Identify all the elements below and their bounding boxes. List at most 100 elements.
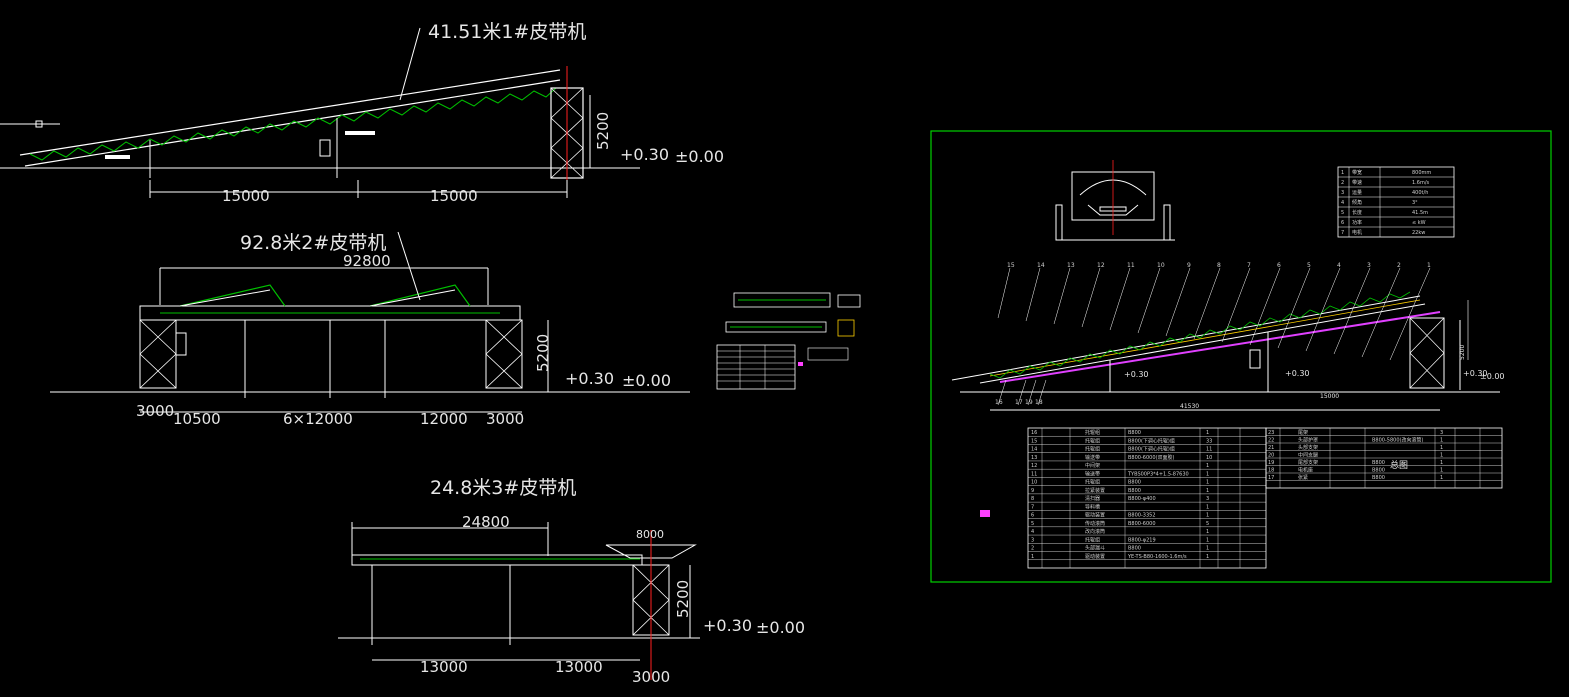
bom-spec: B800: [1128, 488, 1141, 494]
callout-leader: [1249, 267, 1281, 346]
callout-leader: [1109, 267, 1131, 331]
callout-label: 6: [1277, 262, 1281, 269]
incline-section: [179, 284, 471, 307]
thumb-part: [837, 319, 855, 337]
bom-left-frame: [1027, 427, 1267, 569]
bom-qty: 11: [1206, 447, 1212, 453]
callout-leader: [1333, 267, 1371, 355]
title-leader: [397, 231, 421, 301]
bom-no: 7: [1031, 504, 1034, 510]
param-value: 3°: [1412, 200, 1418, 206]
span-dimension: 6×12000: [283, 410, 353, 428]
callout-leader: [1221, 267, 1251, 343]
bom-name: 托辊组: [1085, 429, 1100, 436]
param-value: 22kw: [1412, 230, 1425, 236]
overall-dimension: 92800: [343, 252, 391, 270]
bom-qty: 1: [1206, 513, 1209, 519]
callout-label: 10: [1157, 262, 1165, 269]
bom-qty: 1: [1440, 445, 1443, 451]
callout-label: 14: [1037, 262, 1045, 269]
head-hopper: [605, 544, 697, 559]
belt-run: [989, 299, 1421, 377]
height-dimension: 5200: [534, 334, 552, 372]
bom-no: 3: [1031, 537, 1034, 543]
callout-leader: [1389, 267, 1431, 361]
bom-qty: 1: [1206, 463, 1209, 469]
bom-spec: B800-φ219: [1128, 537, 1156, 543]
elevation-ground: ±0.00: [622, 371, 671, 390]
bom-no: 12: [1031, 463, 1037, 469]
span-dimension: 10500: [173, 410, 221, 428]
bom-name: 拉紧装置: [1085, 487, 1105, 494]
bom-no: 10: [1031, 480, 1037, 486]
bom-qty: 1: [1206, 430, 1209, 436]
bom-name: 清扫器: [1085, 495, 1100, 502]
thumb-table: [716, 344, 796, 390]
bom-name: 托辊组: [1085, 536, 1100, 543]
bom-name: 托辊组: [1085, 437, 1100, 444]
bom-qty: 1: [1206, 471, 1209, 477]
callout-leader: [997, 379, 1007, 406]
param-name: 功率: [1352, 219, 1362, 226]
callout-leader: [1027, 379, 1037, 406]
head-dimension: 8000: [636, 528, 664, 541]
bom-qty: 1: [1206, 480, 1209, 486]
span-dimension: 3000: [136, 402, 174, 420]
bom-no: 4: [1031, 529, 1034, 535]
bom-no: 2: [1031, 546, 1034, 552]
callout-leader: [1081, 267, 1101, 328]
belt-bottom-line: [24, 79, 561, 167]
callout-label: 11: [1127, 262, 1135, 269]
callout-label: 4: [1337, 262, 1341, 269]
param-value: 400t/h: [1412, 190, 1428, 196]
tail-tower-bracing: [139, 319, 177, 389]
bom-spec: B800: [1372, 460, 1385, 466]
bom-qty: 1: [1206, 504, 1209, 510]
span-dimension: 12000: [420, 410, 468, 428]
bom-spec: YE-TS-B80-1600-1.6m/s: [1127, 554, 1187, 560]
bom-name: 头部漏斗: [1085, 545, 1105, 552]
bom-spec: B800-5800(改向滚筒): [1372, 437, 1423, 444]
bom-name: 托辊组: [1085, 446, 1100, 453]
bom-no: 17: [1268, 475, 1274, 481]
bom-qty: 1: [1440, 460, 1443, 466]
bom-qty: 1: [1440, 475, 1443, 481]
callout-leader: [1165, 267, 1191, 337]
tail-label-block: [105, 155, 130, 159]
belt-bottom-line: [979, 303, 1426, 384]
head-tower: [1409, 317, 1445, 389]
callout-leader: [997, 267, 1011, 319]
elevation-top: +0.30: [1285, 369, 1310, 378]
return-structure: [999, 311, 1441, 383]
bom-name: 头部护罩: [1298, 437, 1318, 444]
param-name: 带宽: [1352, 169, 1362, 176]
bom-qty: 5: [1206, 521, 1209, 527]
callout-label: 16: [995, 399, 1003, 406]
tail-tower: [139, 319, 177, 389]
callout-label: 5: [1307, 262, 1311, 269]
callout-label: 3: [1367, 262, 1371, 269]
param-value: ≤ kW: [1412, 220, 1426, 226]
elevation-top: +0.30: [565, 369, 614, 388]
bom-name: 托辊组: [1085, 479, 1100, 486]
belt-top-line: [951, 295, 1421, 381]
span-dimension: 13000: [555, 658, 603, 676]
bom-qty: 1: [1206, 554, 1209, 560]
side-post: [1163, 204, 1171, 241]
param-name: 电机: [1352, 229, 1362, 236]
conveyor-1-title: 41.51米1#皮带机: [428, 21, 586, 43]
sub-dimension: 15000: [1320, 393, 1339, 400]
head-tower-bracing: [1409, 317, 1445, 389]
bom-no: 21: [1268, 445, 1274, 451]
bom-no: 18: [1268, 468, 1274, 474]
bom-qty: 1: [1440, 438, 1443, 444]
bom-name: 电机座: [1298, 467, 1313, 474]
callout-label: 13: [1067, 262, 1075, 269]
bom-no: 11: [1031, 471, 1037, 477]
callout-leader: [1361, 267, 1401, 358]
param-value: 800mm: [1412, 170, 1431, 176]
bom-spec: B800: [1372, 468, 1385, 474]
thumb-part: [725, 321, 827, 333]
